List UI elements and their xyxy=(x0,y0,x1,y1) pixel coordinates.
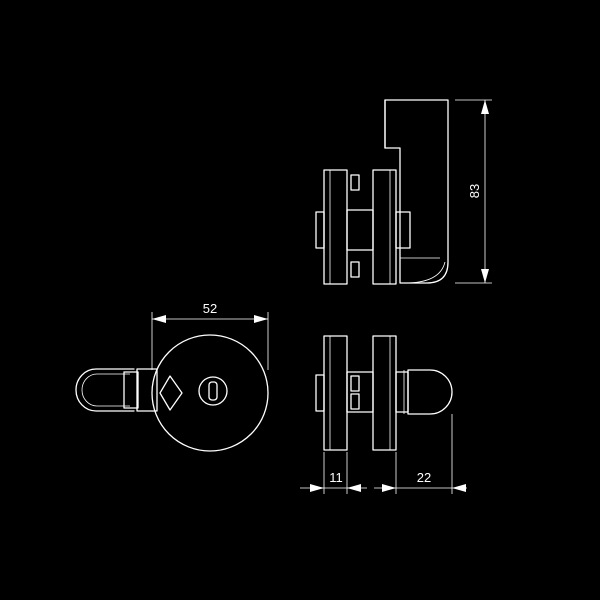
dimension-height: 83 xyxy=(455,99,492,284)
emergency-slot xyxy=(208,381,218,401)
arrow-11-right xyxy=(347,484,361,492)
hook-right-rose xyxy=(372,169,397,285)
knob-collar xyxy=(123,371,139,409)
knob-side-pin-top xyxy=(350,375,360,392)
arrow-down xyxy=(481,269,489,283)
dimension-plate: 11 xyxy=(300,452,367,494)
hook-left-nub xyxy=(315,211,325,249)
dim-label-knob: 22 xyxy=(417,470,431,485)
hook-plate xyxy=(384,99,449,284)
arrow-left xyxy=(152,315,166,323)
dim-label-height: 83 xyxy=(467,184,482,198)
knob-side-right-rose xyxy=(372,335,397,451)
side-view-hook xyxy=(315,99,449,285)
hook-shaft xyxy=(346,209,374,251)
arrow-22-right xyxy=(452,484,466,492)
hook-spindle xyxy=(395,211,411,249)
hook-curve xyxy=(404,261,446,284)
hook-pin-bottom xyxy=(350,261,360,278)
knob-inner xyxy=(81,373,130,407)
hook-left-rose xyxy=(323,169,348,285)
knob-side-neck xyxy=(395,371,409,413)
dimension-knob: 22 xyxy=(374,414,467,494)
front-view xyxy=(75,334,269,452)
knob-side-head xyxy=(407,369,453,415)
hook-pin-top xyxy=(350,174,360,191)
dimension-width: 52 xyxy=(151,301,269,370)
arrow-11-left xyxy=(310,484,324,492)
dim-label-width: 52 xyxy=(203,301,217,316)
indicator-diamond xyxy=(159,375,183,411)
dim-label-plate: 11 xyxy=(329,470,343,485)
arrow-right xyxy=(254,315,268,323)
emergency-release-circle xyxy=(198,376,228,406)
knob-side-left-nub xyxy=(315,374,325,412)
knob-side-left-rose xyxy=(323,335,348,451)
rose-circle xyxy=(151,334,269,452)
arrow-22-left xyxy=(382,484,396,492)
arrow-up xyxy=(481,100,489,114)
side-view-knob xyxy=(315,335,453,451)
knob-neck xyxy=(136,368,158,412)
knob-body xyxy=(75,368,135,412)
knob-side-pin-bottom xyxy=(350,393,360,410)
